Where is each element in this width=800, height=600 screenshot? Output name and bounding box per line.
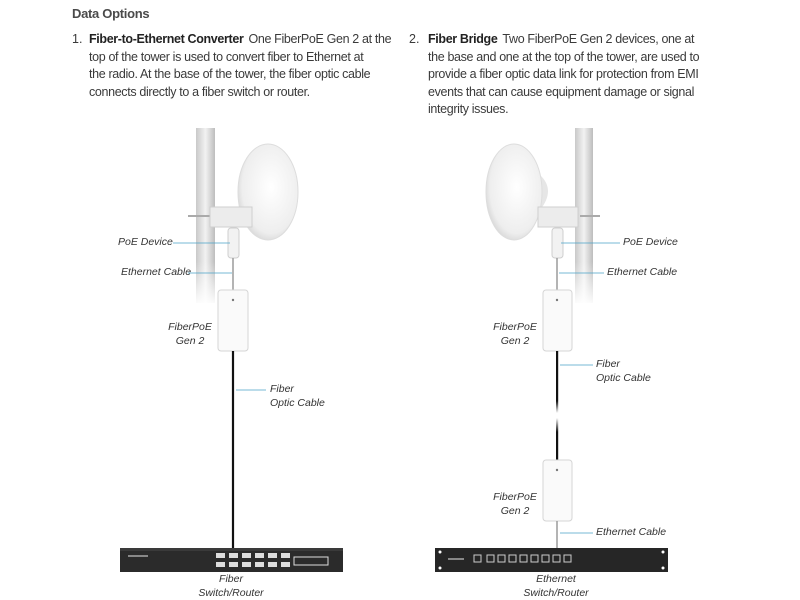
- mount-bracket: [537, 206, 579, 228]
- label-fiberpoe-top: FiberPoE Gen 2: [485, 321, 545, 348]
- fiber-optic-cable: [556, 351, 559, 401]
- left-tower-assembly: [173, 128, 299, 550]
- label-line: Gen 2: [175, 334, 205, 347]
- section-heading: Data Options: [72, 6, 150, 21]
- option-2-title: Fiber Bridge: [428, 32, 498, 46]
- label-line: FiberPoE: [493, 491, 537, 503]
- mount-bracket: [209, 206, 253, 228]
- label-line: Fiber: [270, 383, 294, 395]
- option-1-description: Fiber-to-Ethernet Converter One FiberPoE …: [89, 31, 399, 101]
- label-line: Switch/Router: [198, 586, 264, 599]
- label-line: Switch/Router: [523, 586, 589, 599]
- ethernet-switch-router: [435, 548, 668, 572]
- label-fiber-optic-cable: Fiber Optic Cable: [270, 383, 325, 410]
- label-line: FiberPoE: [168, 321, 212, 333]
- option-2-description: Fiber Bridge Two FiberPoE Gen 2 devices, …: [428, 31, 738, 119]
- text-line: provide a fiber optic data link for prot…: [428, 67, 699, 81]
- label-switch: Ethernet Switch/Router: [506, 573, 606, 600]
- label-fiberpoe: FiberPoE Gen 2: [160, 321, 220, 348]
- text-line: the base and one at the top of the tower…: [428, 49, 700, 64]
- label-fiberpoe-bottom: FiberPoE Gen 2: [485, 491, 545, 518]
- label-line: Optic Cable: [270, 396, 325, 409]
- dish-antenna-reflector: [237, 143, 299, 241]
- label-ethernet-cable-bottom: Ethernet Cable: [596, 526, 667, 538]
- fiber-switch-router: [120, 548, 343, 572]
- text-line: top of the tower is used to convert fibe…: [89, 49, 364, 64]
- label-poe-device: PoE Device: [623, 236, 678, 248]
- label-line: Gen 2: [500, 504, 530, 517]
- text-line: the radio. At the base of the tower, the…: [89, 67, 371, 81]
- label-line: Optic Cable: [596, 371, 651, 384]
- text-line: connects directly to a fiber switch or r…: [89, 84, 310, 99]
- option-2-number: 2.: [409, 32, 420, 46]
- label-line: Gen 2: [500, 334, 530, 347]
- text-line: Two FiberPoE Gen 2 devices, one at: [502, 32, 695, 46]
- label-line: Fiber: [219, 573, 243, 585]
- option-1-title: Fiber-to-Ethernet Converter: [89, 32, 244, 46]
- label-ethernet-cable: Ethernet Cable: [121, 266, 192, 278]
- right-tower-assembly: [485, 128, 620, 549]
- label-switch: Fiber Switch/Router: [181, 573, 281, 600]
- label-line: Fiber: [596, 358, 620, 370]
- label-line: FiberPoE: [493, 321, 537, 333]
- text-line: One FiberPoE Gen 2 at the: [248, 32, 392, 46]
- label-line: Ethernet: [536, 573, 576, 585]
- label-fiber-optic-cable: Fiber Optic Cable: [596, 358, 651, 385]
- option-1-number: 1.: [72, 32, 83, 46]
- text-line: events that can cause equipment damage o…: [428, 84, 695, 99]
- label-poe-device: PoE Device: [118, 236, 173, 248]
- dish-antenna-reflector: [485, 143, 543, 241]
- label-ethernet-cable-top: Ethernet Cable: [607, 266, 678, 278]
- text-line: integrity issues.: [428, 102, 509, 116]
